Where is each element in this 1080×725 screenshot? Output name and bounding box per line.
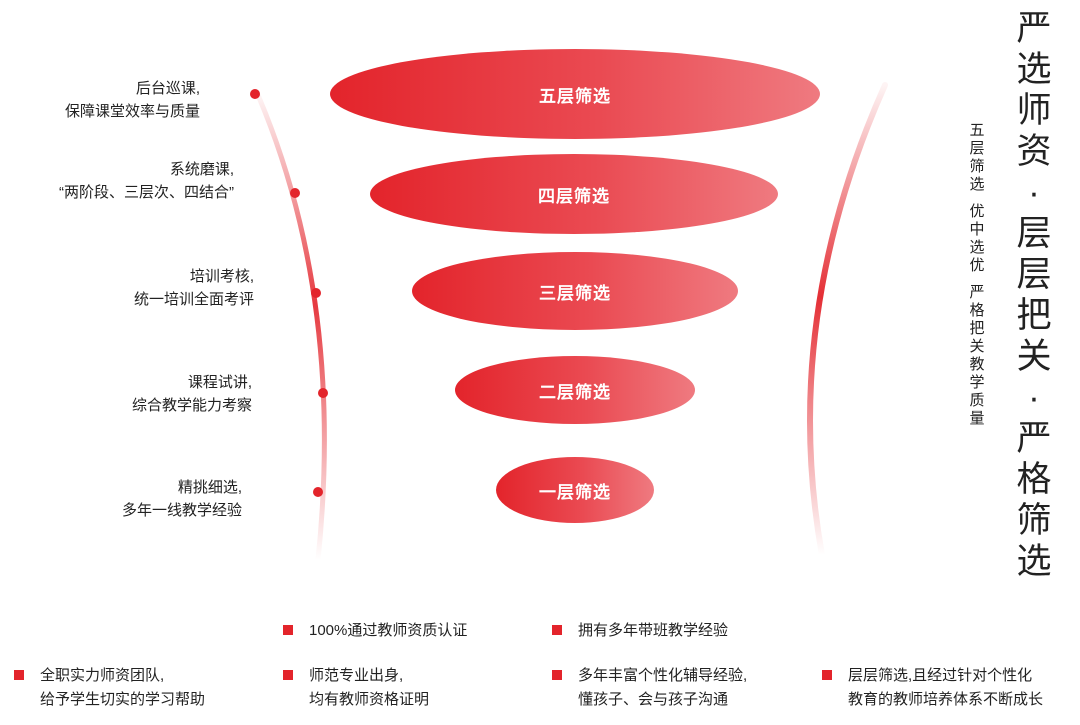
feature-item-5: 多年丰富个性化辅导经验, 懂孩子、会与孩子沟通	[552, 664, 747, 712]
square-bullet-icon	[283, 625, 293, 635]
tier-1-desc: 精挑细选, 多年一线教学经验	[121, 479, 242, 519]
tier-3: 三层筛选	[412, 252, 738, 330]
tier-5: 五层筛选	[330, 49, 820, 139]
tier-1-label: 一层筛选	[539, 482, 611, 502]
feature-item-1: 100%通过教师资质认证	[283, 619, 467, 643]
left-arc	[255, 92, 327, 563]
arc-dot-1	[313, 487, 323, 497]
tier-1: 一层筛选	[496, 457, 654, 523]
right-arc	[807, 82, 888, 558]
tier-2: 二层筛选	[455, 356, 695, 424]
tier-3-desc: 培训考核, 统一培训全面考评	[133, 268, 254, 308]
arc-dot-5	[250, 89, 260, 99]
tier-4-desc: 系统磨课, “两阶段、三层次、四结合”	[59, 161, 234, 201]
tier-5-label: 五层筛选	[539, 86, 611, 106]
tier-2-desc: 课程试讲, 综合教学能力考察	[131, 374, 252, 414]
tier-3-label: 三层筛选	[539, 283, 611, 303]
square-bullet-icon	[552, 625, 562, 635]
feature-item-3: 全职实力师资团队, 给予学生切实的学习帮助	[14, 664, 205, 712]
vertical-subtitle: 五 层 筛 选 优 中 选 优 严 格 把 关 教 学 质 量	[969, 122, 985, 427]
vertical-title: 严 选 师 资 · 层 层 把 关 · 严 格 筛 选	[1016, 9, 1052, 581]
square-bullet-icon	[283, 670, 293, 680]
square-bullet-icon	[14, 670, 24, 680]
feature-item-6: 层层筛选,且经过针对个性化 教育的教师培养体系不断成长	[822, 664, 1043, 712]
tier-4: 四层筛选	[370, 154, 778, 234]
square-bullet-icon	[552, 670, 562, 680]
arc-dot-4	[290, 188, 300, 198]
arc-dot-2	[318, 388, 328, 398]
arc-dot-3	[311, 288, 321, 298]
feature-item-2: 拥有多年带班教学经验	[552, 619, 728, 643]
tier-2-label: 二层筛选	[539, 382, 611, 402]
feature-item-4: 师范专业出身, 均有教师资格证明	[283, 664, 429, 712]
tier-5-desc: 后台巡课, 保障课堂效率与质量	[64, 80, 200, 120]
tier-4-label: 四层筛选	[538, 186, 610, 206]
square-bullet-icon	[822, 670, 832, 680]
